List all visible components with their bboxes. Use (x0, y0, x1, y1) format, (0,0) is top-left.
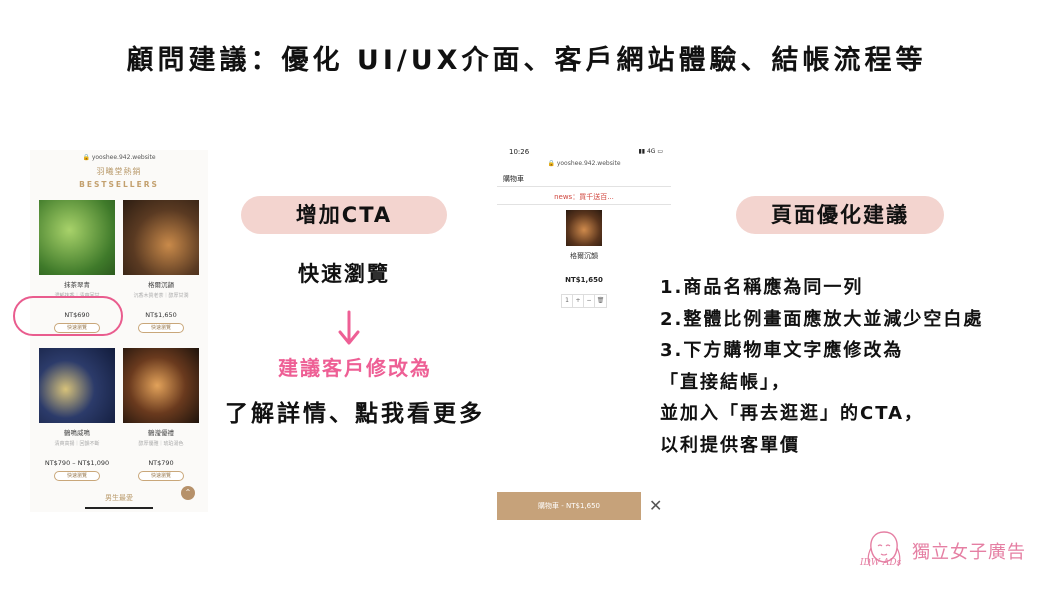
product-price: NT$790 (148, 459, 174, 467)
slide-title: 顧問建議：優化 UI/UX介面、客戶網站體驗、結帳流程等 (126, 45, 927, 76)
product-name[interactable]: 鶴鳴威鳴 (64, 429, 90, 437)
arrow-down-icon (338, 310, 360, 345)
product-name[interactable]: 格爾沉韻 (148, 281, 174, 289)
advice-line: 2.整體比例畫面應放大並減少空白處 (660, 308, 984, 330)
divider (497, 186, 671, 187)
quantity-value[interactable]: 1 (562, 295, 573, 307)
product-card[interactable]: 格爾沉韻 沉香木質老茶｜醇厚甘潤 NT$1,650 快速瀏覽 (123, 200, 199, 333)
product-card[interactable]: 抹茶翠青 濃郁抹香｜清爽回甘 NT$690 快速瀏覽 (39, 200, 115, 333)
logo-subtitle: IDW ADs (860, 558, 902, 568)
url-bar: 🔒 yooshee.942.website (547, 160, 621, 167)
product-subtitle: 醇厚優雅｜琥珀湯色 (138, 441, 184, 447)
page-advice-pill: 頁面優化建議 (736, 196, 944, 234)
product-subtitle: 沉香木質老茶｜醇厚甘潤 (133, 293, 189, 299)
bottom-tab-label[interactable]: 男生最愛 (105, 494, 133, 502)
product-card[interactable]: 鶴鳴威鳴 清爽高揚｜回韻不斷 NT$790 – NT$1,090 快速瀏覽 (39, 348, 115, 481)
cart-item-name[interactable]: 格爾沉韻 (570, 252, 598, 260)
plus-icon[interactable]: + (573, 295, 584, 307)
new-cta-text: 了解詳情、點我看更多 (225, 401, 485, 427)
advice-line: 以利提供客單價 (660, 434, 800, 456)
product-image[interactable] (39, 348, 115, 423)
bestsellers-heading: BESTSELLERS (79, 180, 159, 189)
brand-heading: 羽曦堂熱銷 (96, 167, 142, 176)
advice-list: 1.商品名稱應為同一列 2.整體比例畫面應放大並減少空白處 3.下方購物車文字應… (660, 272, 1050, 461)
product-subtitle: 清爽高揚｜回韻不斷 (54, 441, 100, 447)
news-banner[interactable]: news：買千送百... (554, 193, 614, 201)
home-indicator (85, 507, 153, 509)
product-name[interactable]: 鶴瀅優禮 (148, 429, 174, 437)
quick-view-button[interactable]: 快速瀏覽 (138, 323, 184, 333)
product-price: NT$690 (64, 311, 90, 319)
quick-view-label: 快速瀏覽 (298, 262, 390, 286)
advice-line: 「直接結帳」， (660, 371, 791, 393)
advice-line: 3.下方購物車文字應修改為 (660, 340, 904, 361)
cart-item-image (566, 210, 602, 246)
trash-icon[interactable]: 🗑 (596, 297, 605, 304)
advice-line: 1.商品名稱應為同一列 (660, 277, 864, 298)
product-price: NT$790 – NT$1,090 (44, 459, 110, 467)
close-icon[interactable]: ✕ (649, 496, 663, 515)
product-price: NT$1,650 (145, 311, 177, 319)
add-cta-pill: 增加CTA (241, 196, 447, 234)
product-name[interactable]: 抹茶翠青 (64, 281, 90, 289)
quantity-stepper[interactable]: 1 + − 🗑 (561, 294, 607, 308)
quick-view-button[interactable]: 快速瀏覽 (138, 471, 184, 481)
checkout-bar[interactable]: 購物車 - NT$1,650 (497, 492, 641, 520)
brand-logo: IDW ADs 獨立女子廣告 (858, 528, 1028, 578)
advice-line: 並加入「再去逛逛」的CTA， (660, 403, 925, 424)
product-card[interactable]: 鶴瀅優禮 醇厚優雅｜琥珀湯色 NT$790 快速瀏覽 (123, 348, 199, 481)
divider (497, 204, 671, 205)
product-image[interactable] (123, 348, 199, 423)
scroll-up-icon[interactable]: ⌃ (181, 486, 195, 500)
highlight-circle (13, 296, 123, 336)
signal-icon: ▮▮ 4G ▭ (638, 148, 663, 155)
minus-icon[interactable]: − (584, 295, 595, 307)
woman-face-icon (867, 531, 901, 567)
cart-header: 購物車 (503, 175, 524, 183)
product-image[interactable] (123, 200, 199, 275)
logo-text: 獨立女子廣告 (912, 542, 1026, 563)
suggestion-text: 建議客戶修改為 (278, 356, 432, 380)
left-phone-screenshot: 🔒 yooshee.942.website 羽曦堂熱銷 BESTSELLERS … (30, 150, 208, 512)
cart-item-price: NT$1,650 (565, 276, 603, 284)
right-phone-screenshot: 10:26 ▮▮ 4G ▭ 🔒 yooshee.942.website 購物車 … (497, 144, 671, 520)
product-image[interactable] (39, 200, 115, 275)
status-time: 10:26 (509, 148, 530, 156)
quick-view-button[interactable]: 快速瀏覽 (54, 471, 100, 481)
url-bar: 🔒 yooshee.942.website (82, 154, 156, 161)
